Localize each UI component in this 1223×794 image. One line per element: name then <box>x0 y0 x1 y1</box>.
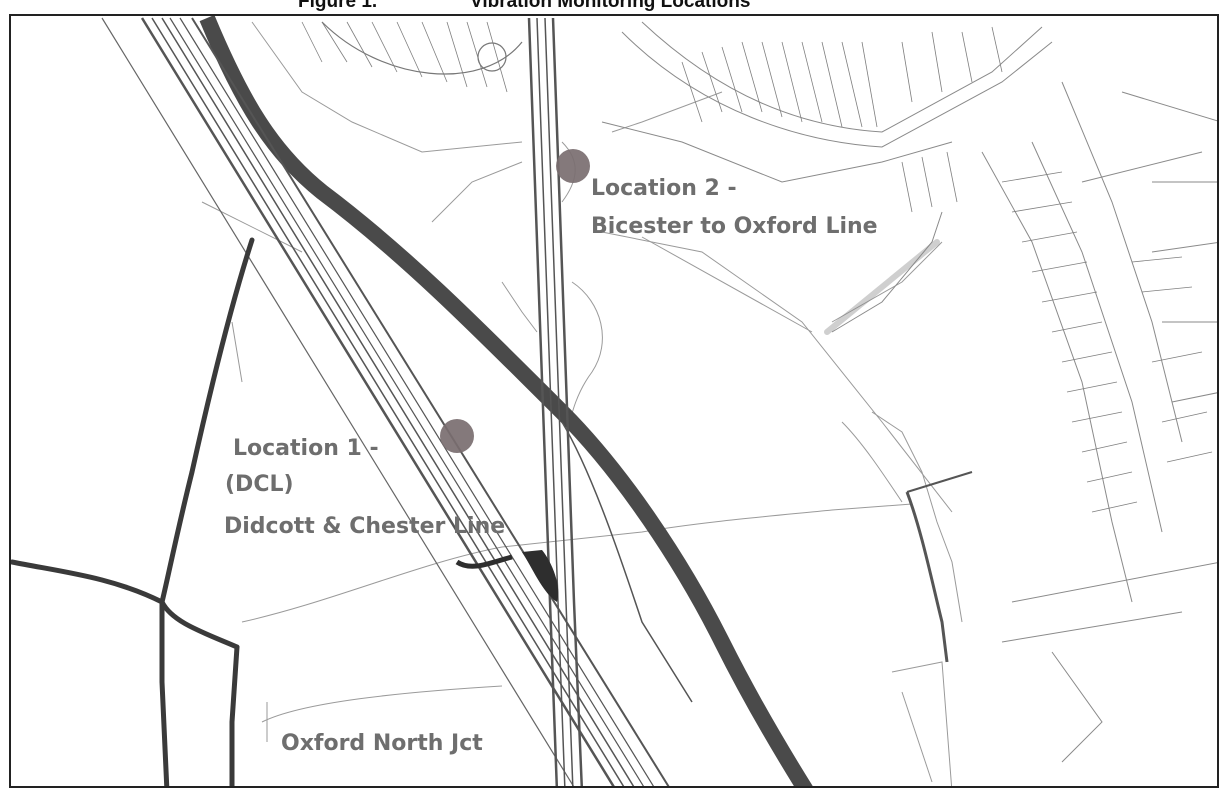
main-road <box>199 16 813 786</box>
junction-label: Oxford North Jct <box>281 731 483 756</box>
map-canvas <box>11 16 1217 786</box>
bicester-oxford-railway <box>527 17 583 786</box>
figure-caption: Vibration Monitoring Locations <box>470 0 751 12</box>
map-frame: Location 2 - Bicester to Oxford Line Loc… <box>9 14 1219 788</box>
location-2-line-name: Bicester to Oxford Line <box>591 214 878 239</box>
location-1-title: Location 1 - <box>233 436 379 461</box>
footpath-spur <box>906 471 973 493</box>
location-2-marker <box>556 149 590 183</box>
parcel-dividers <box>301 21 1213 513</box>
location-1-line-name: Didcott & Chester Line <box>224 514 506 539</box>
vegetation-blob <box>522 550 559 602</box>
rail-chord <box>561 421 693 703</box>
location-1-marker <box>440 419 474 453</box>
vegetation-strip <box>455 554 513 569</box>
field-boundaries-dark <box>11 237 255 786</box>
location-2-title: Location 2 - <box>591 176 737 201</box>
dcl-railway <box>140 17 670 786</box>
location-1-subtitle: (DCL) <box>225 472 294 497</box>
railway-boundary <box>101 17 575 786</box>
crescent-road <box>321 21 523 75</box>
figure-title: Figure 1. Vibration Monitoring Locations <box>0 0 1223 15</box>
footpath <box>905 491 949 663</box>
figure-number: Figure 1. <box>298 0 378 12</box>
field-strip <box>824 239 940 335</box>
housing-parcels <box>601 21 1217 763</box>
property-boundaries <box>201 21 963 786</box>
roundabout <box>477 42 507 72</box>
